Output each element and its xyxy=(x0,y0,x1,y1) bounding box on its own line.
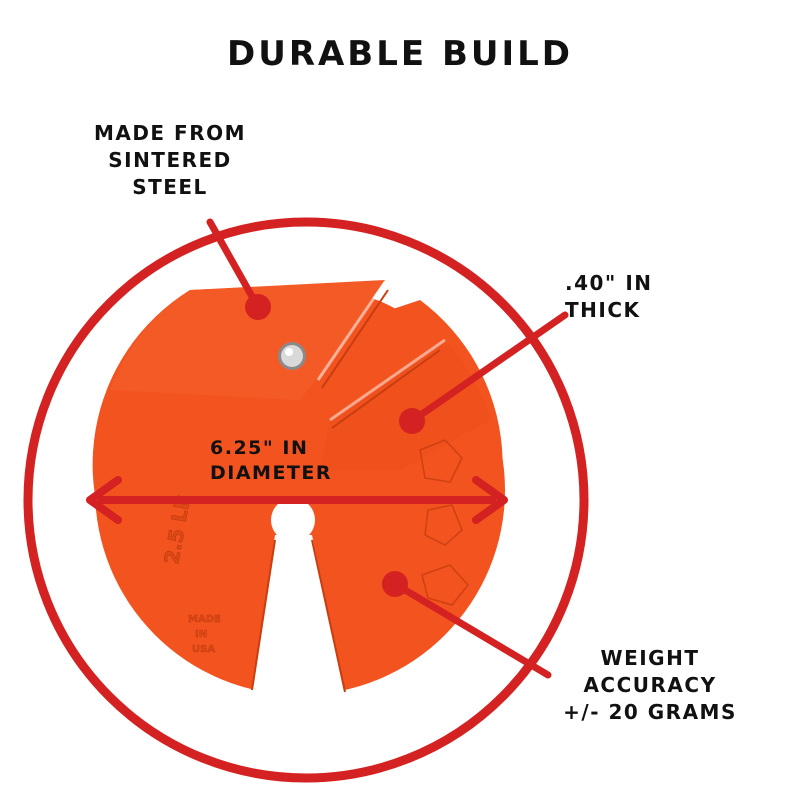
accuracy-pointer-line xyxy=(391,580,552,679)
material-pointer-line xyxy=(206,218,262,311)
accuracy-callout-line-3: +/- 20 GRAMS xyxy=(563,700,737,724)
plate-section-top xyxy=(110,280,385,400)
material-callout-line-3: STEEL xyxy=(132,175,208,199)
page-title: DURABLE BUILD xyxy=(226,34,574,74)
wedge-shadow-1 xyxy=(321,289,389,389)
diameter-callout-line-2: DIAMETER xyxy=(210,461,333,484)
diameter-callout-line-1: 6.25" IN xyxy=(210,437,309,459)
diameter-arrowhead-right xyxy=(472,476,508,524)
thickness-pointer-line xyxy=(408,311,569,425)
bolt-icon xyxy=(278,342,306,370)
slot-edge-right xyxy=(311,539,346,693)
material-callout-line-1: MADE FROM xyxy=(93,121,247,145)
center-hole xyxy=(271,498,315,542)
brand-logo-emboss xyxy=(419,439,469,606)
origin-mark-line-1: MADE xyxy=(188,614,221,625)
thickness-callout-line-1: .40" IN xyxy=(565,271,653,295)
slot-edge-left xyxy=(251,539,276,691)
thickness-pointer-dot xyxy=(399,408,425,434)
accuracy-callout-line-1: WEIGHT xyxy=(600,646,700,670)
origin-mark-line-2: IN xyxy=(195,629,207,640)
material-callout: MADE FROM SINTERED STEEL xyxy=(70,120,270,201)
outer-ring xyxy=(23,217,589,783)
callout-arrows xyxy=(86,218,569,679)
wedge-edge-2 xyxy=(329,338,446,422)
accuracy-callout-line-2: ACCURACY xyxy=(583,673,717,697)
origin-mark: MADE IN USA xyxy=(188,614,221,655)
wedge-shadow-2 xyxy=(331,349,441,429)
diameter-arrowhead-left xyxy=(86,476,122,524)
material-pointer-dot xyxy=(245,294,271,320)
accuracy-callout: WEIGHT ACCURACY +/- 20 GRAMS xyxy=(540,645,760,726)
diameter-callout: 6.25" IN DIAMETER xyxy=(210,436,380,485)
thickness-callout-line-2: THICK xyxy=(565,298,641,322)
thickness-callout: .40" IN THICK xyxy=(565,270,705,324)
plate-wedge-right xyxy=(320,340,490,470)
plate-slot xyxy=(252,535,345,697)
material-callout-line-2: SINTERED xyxy=(108,148,232,172)
accuracy-pointer-dot xyxy=(382,571,408,597)
wedge-edge-1 xyxy=(316,281,387,381)
weight-plate: 2.5 LB MADE IN USA xyxy=(92,280,505,697)
origin-mark-line-3: USA xyxy=(192,644,215,655)
